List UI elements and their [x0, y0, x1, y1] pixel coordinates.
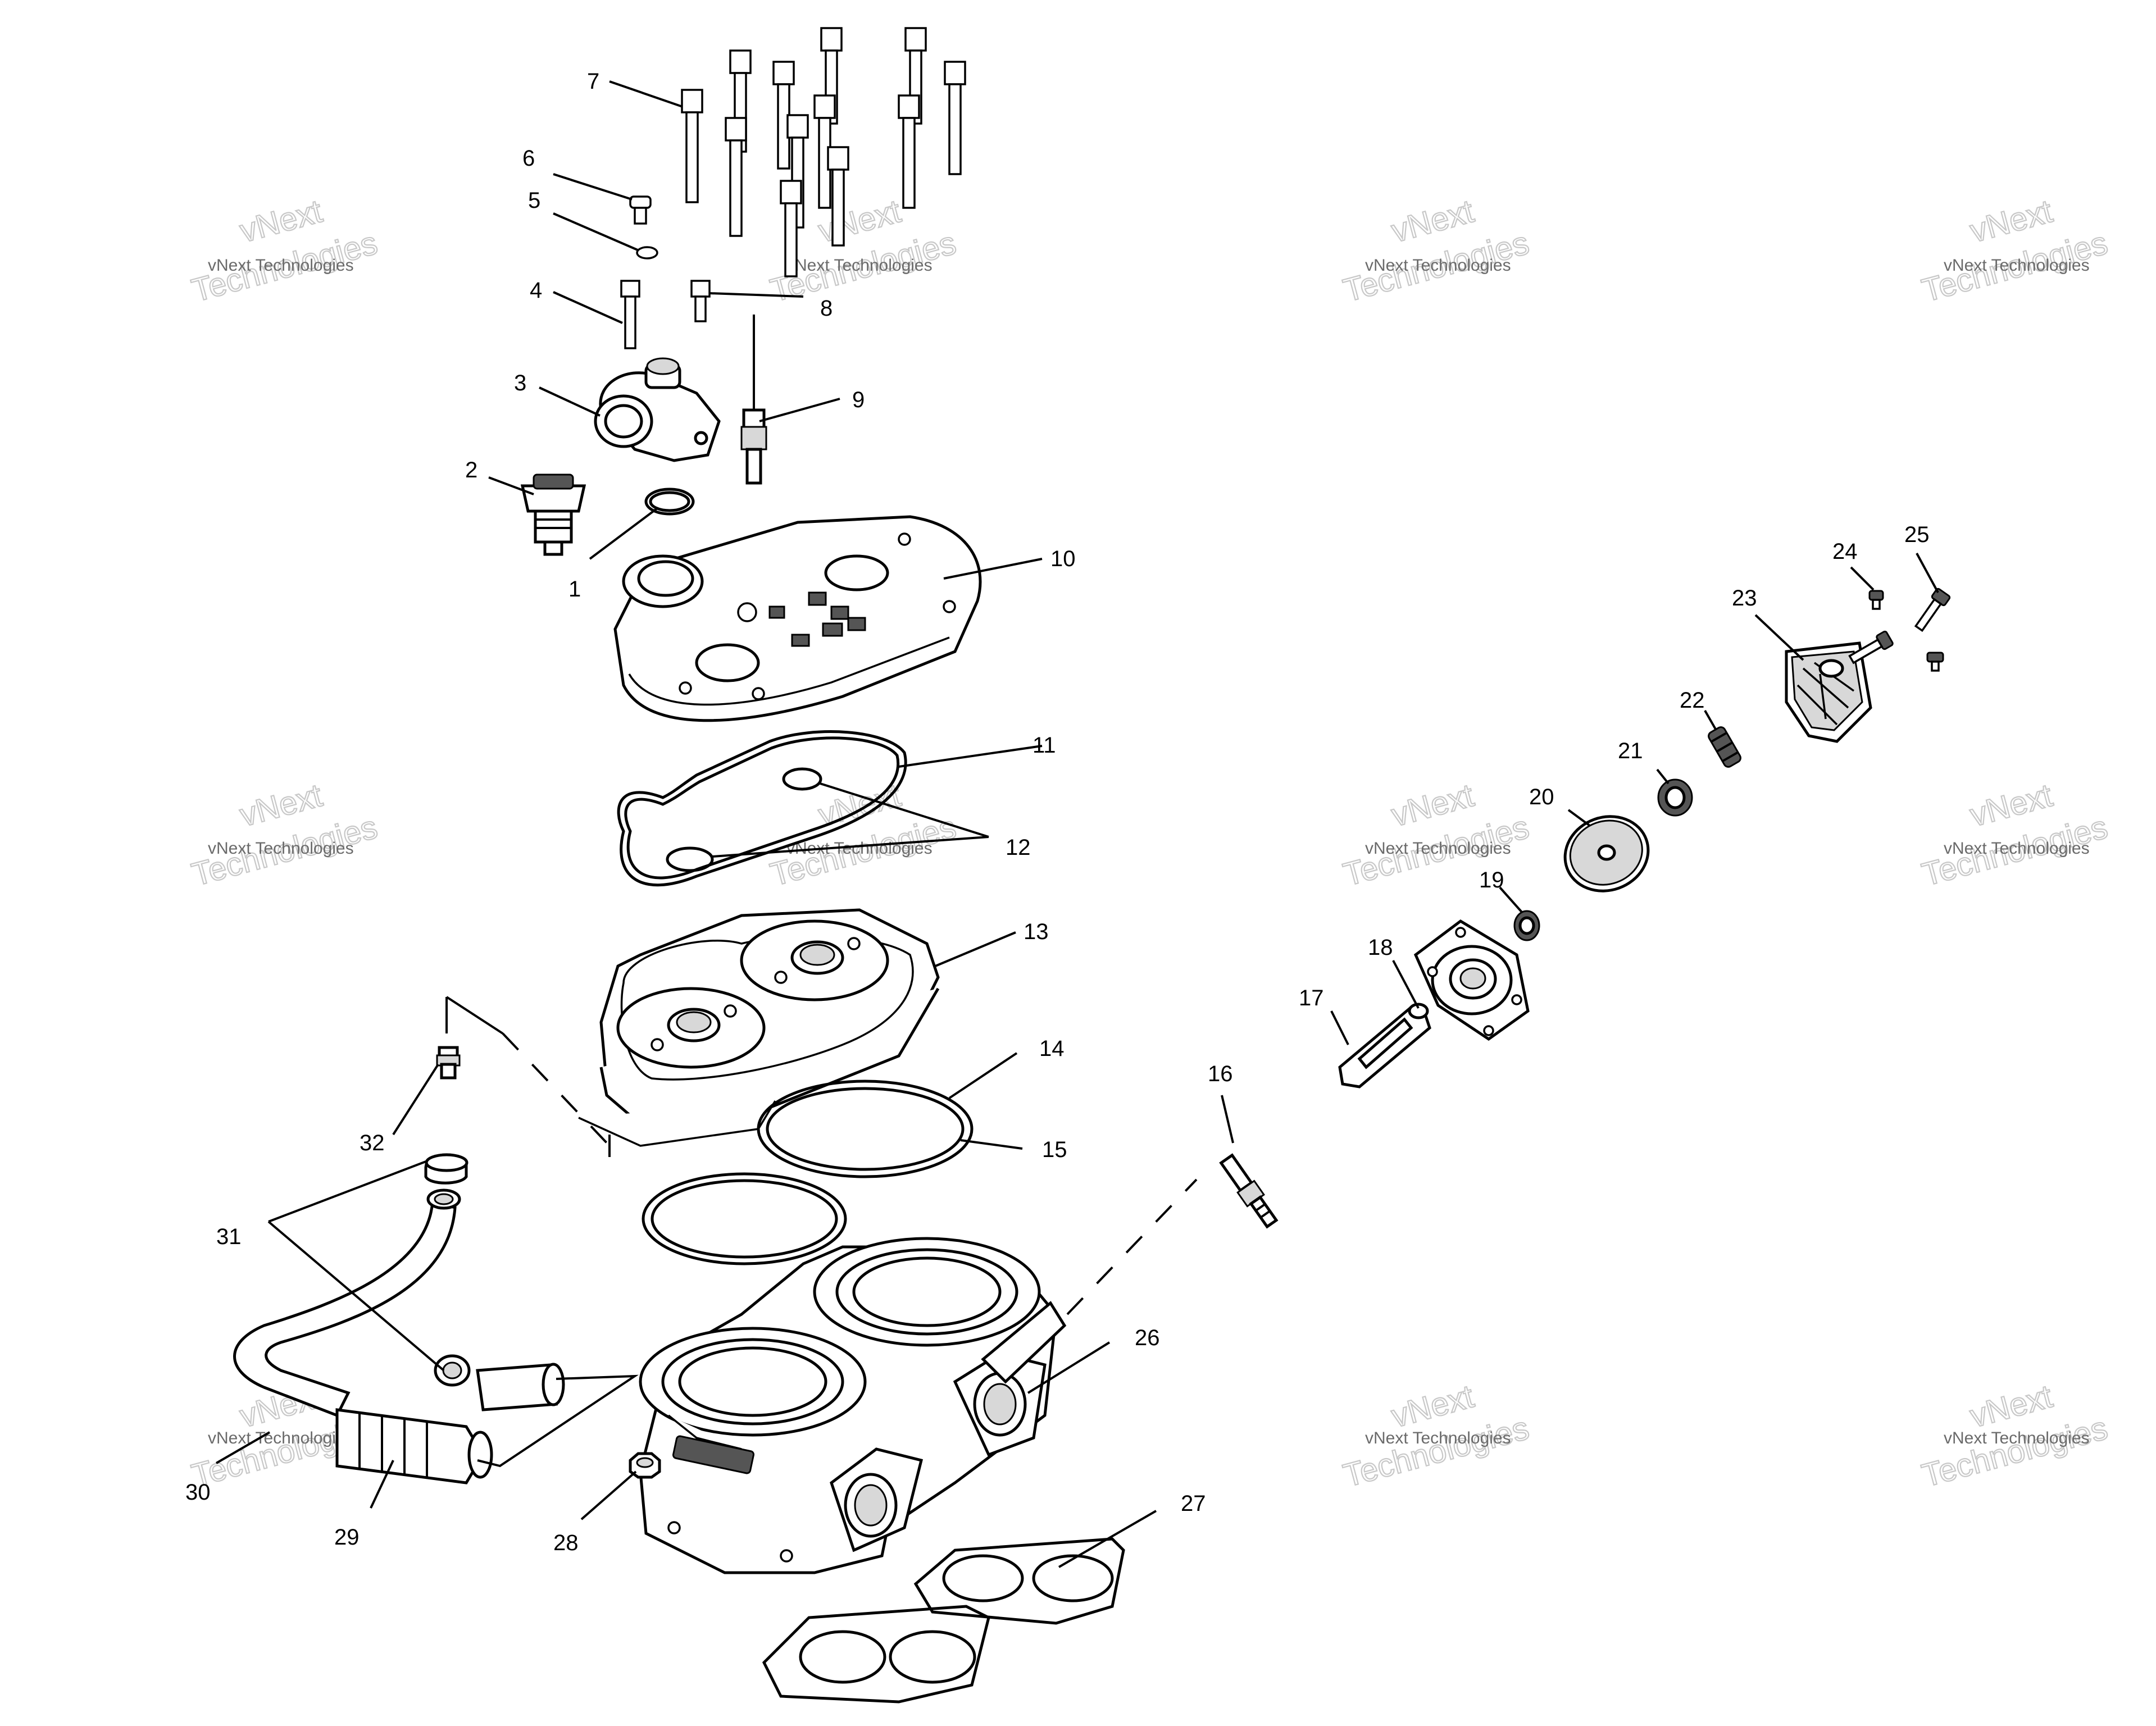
nut-21: [1657, 778, 1693, 817]
watermark: vNext Technologies: [1339, 192, 1534, 309]
screw-25: [1914, 588, 1951, 632]
washer-5: [636, 246, 658, 259]
callout-6: 6: [522, 146, 535, 171]
watermark-text: vNext Technologies: [786, 256, 933, 275]
bolt: [944, 61, 966, 175]
screw-24b: [1926, 652, 1944, 672]
temperature-sensor: [740, 315, 767, 485]
callout-30: 30: [185, 1480, 211, 1505]
cover-23: [1785, 641, 1872, 743]
callout-5: 5: [528, 188, 540, 213]
thermostat-housing: [594, 357, 721, 462]
callout-1: 1: [568, 577, 581, 602]
callout-19: 19: [1479, 868, 1504, 892]
callout-32: 32: [360, 1131, 385, 1155]
bolt: [681, 89, 703, 203]
callout-7: 7: [587, 69, 599, 94]
callout-28: 28: [553, 1531, 579, 1555]
bolt: [725, 117, 747, 237]
fitting-16: [1219, 1153, 1279, 1229]
callout-2: 2: [465, 458, 477, 482]
callout-21: 21: [1618, 739, 1643, 763]
watermark-text: vNext Technologies: [1944, 1429, 2090, 1447]
callout-14: 14: [1039, 1036, 1065, 1061]
cylinder-gaskets: [642, 1080, 974, 1265]
watermark-text: vNext Technologies: [1365, 256, 1511, 275]
bolt: [827, 146, 849, 247]
thermostat: [520, 473, 586, 556]
bolt: [898, 94, 920, 209]
nut-19: [1513, 910, 1540, 941]
callout-26: 26: [1135, 1326, 1160, 1350]
callout-27: 27: [1181, 1491, 1206, 1516]
callout-11: 11: [1032, 733, 1056, 758]
watermarks: vNext Technologies vNext Technologies vN…: [188, 192, 2112, 1495]
watermark: vNext Technologies: [188, 192, 382, 309]
screw-24: [1868, 590, 1884, 610]
head-cover: [613, 515, 982, 722]
callout-8: 8: [820, 296, 833, 321]
callout-18: 18: [1368, 935, 1393, 960]
watermark-text: vNext Technologies: [208, 1429, 354, 1447]
callout-labels: 7 6 5 4 8 3 9 2 1 10 11 12 13 14 15 16 1…: [185, 69, 1930, 1555]
watermark: vNext Technologies: [1918, 776, 2112, 894]
callout-4: 4: [530, 278, 542, 303]
base-gaskets: [762, 1537, 1125, 1704]
watermark: vNext Technologies: [1918, 192, 2112, 309]
bolt-8: [690, 280, 711, 322]
head-bolts: [681, 27, 966, 277]
o-ring-12b: [666, 846, 714, 872]
bolt: [780, 180, 802, 277]
o-ring-1: [644, 488, 695, 516]
callout-12: 12: [1006, 835, 1031, 860]
hose-assembly: [233, 1153, 565, 1484]
o-ring-12a: [782, 767, 822, 791]
impeller-20: [1563, 815, 1650, 892]
watermark-text: vNext Technologies: [208, 256, 354, 275]
watermark-text: vNext Technologies: [208, 839, 354, 858]
callout-9: 9: [852, 388, 865, 412]
nut-28: [629, 1452, 661, 1479]
watermark: vNext Technologies: [188, 776, 382, 894]
cylinder-block: [639, 1237, 1067, 1574]
callout-25: 25: [1904, 522, 1930, 547]
bolt-6: [629, 195, 652, 225]
callout-13: 13: [1024, 919, 1049, 944]
callout-20: 20: [1529, 785, 1554, 809]
callout-23: 23: [1732, 586, 1757, 611]
bolt-4: [620, 280, 640, 349]
callout-24: 24: [1832, 539, 1858, 564]
spring-22: [1708, 726, 1741, 768]
callout-3: 3: [514, 371, 526, 395]
cylinder-head: [578, 908, 940, 1147]
callout-16: 16: [1208, 1062, 1233, 1086]
callout-22: 22: [1680, 688, 1705, 713]
gasket-17: [1338, 1007, 1431, 1089]
watermark-text: vNext Technologies: [1944, 839, 2090, 858]
callout-15: 15: [1042, 1137, 1067, 1162]
watermark-text: vNext Technologies: [1365, 839, 1511, 858]
callout-29: 29: [334, 1525, 360, 1550]
callout-10: 10: [1050, 547, 1076, 571]
callout-31: 31: [216, 1224, 242, 1249]
screw-25b: [1848, 630, 1894, 664]
leader-lines: [215, 80, 1939, 1568]
pump-housing-18: [1408, 919, 1530, 1041]
watermark-text: vNext Technologies: [1365, 1429, 1511, 1447]
watermark-text: vNext Technologies: [1944, 256, 2090, 275]
fitting-32: [436, 1046, 461, 1080]
callout-17: 17: [1299, 986, 1324, 1010]
